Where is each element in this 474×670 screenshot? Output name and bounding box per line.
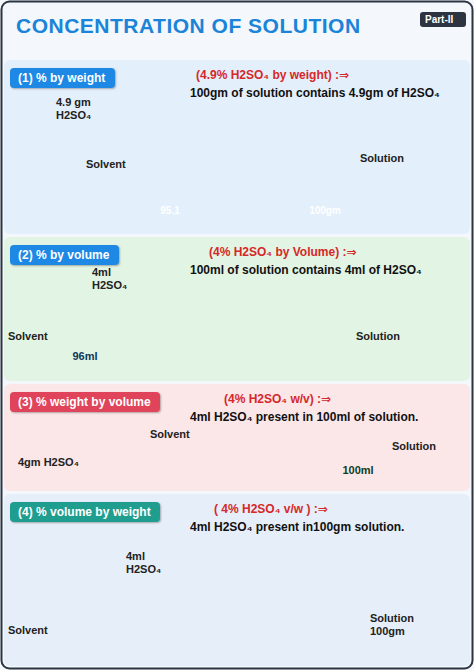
section-header: (2) % by volume — [10, 245, 119, 265]
node-text: Part-II — [425, 14, 453, 25]
title: CONCENTRATION OF SOLUTION — [16, 14, 361, 38]
part-label: 4ml H2SO₄ — [126, 550, 162, 576]
part-label: 4.9 gm H2SO₄ — [56, 96, 106, 122]
node-text: (3) % weight by volume — [18, 395, 151, 409]
part-label: Solvent — [8, 330, 48, 343]
node-text: (1) % by weight — [18, 71, 105, 85]
part-label: 95.1 — [152, 205, 188, 217]
part-label: 4ml H2SO₄ — [92, 266, 128, 292]
part-label: 4gm H2SO₄ — [18, 456, 79, 469]
section-header: (1) % by weight — [10, 68, 115, 88]
statement: 100ml of solution contains 4ml of H2SO₄ — [190, 263, 464, 277]
statement: 4ml H2SO₄ present in 100ml of solution. — [190, 410, 464, 424]
section-band: (4.9% H2SO₄ by weight) :⇒ 100gm of soluti… — [4, 60, 470, 234]
part-label: Solution — [360, 152, 404, 165]
section-band: (4% H2SO₄ w/v) :⇒ 4ml H2SO₄ present in 10… — [4, 384, 470, 491]
ratio-note: (4% H2SO₄ by Volume) :⇒ — [209, 245, 464, 259]
part-label: 100gm — [307, 205, 343, 217]
part-label: 100ml — [335, 464, 381, 477]
part-label: Solution 100gm — [370, 612, 424, 638]
node-text: (2) % by volume — [18, 248, 109, 262]
ratio-note: ( 4% H2SO₄ v/w ) :⇒ — [214, 502, 464, 516]
section-band: ( 4% H2SO₄ v/w ) :⇒ 4ml H2SO₄ present in1… — [4, 494, 470, 666]
ratio-note: (4% H2SO₄ w/v) :⇒ — [224, 392, 464, 406]
part-label: Solvent — [86, 158, 126, 171]
node-text: (4) % volume by weight — [18, 505, 151, 519]
part-label: 96ml — [61, 350, 109, 363]
statement: 100gm of solution contains 4.9gm of H2SO… — [190, 86, 464, 100]
part-label: Solvent — [8, 624, 48, 637]
part-label: Solvent — [150, 428, 190, 441]
section-header: (3) % weight by volume — [10, 392, 160, 412]
part-label: Solution — [356, 330, 400, 343]
ratio-note: (4.9% H2SO₄ by weight) :⇒ — [196, 68, 464, 82]
statement: 4ml H2SO₄ present in100gm solution. — [190, 520, 464, 534]
part-label: Solution — [392, 440, 436, 453]
section-header: (4) % volume by weight — [10, 502, 160, 522]
part-tag: Part-II — [420, 12, 466, 27]
